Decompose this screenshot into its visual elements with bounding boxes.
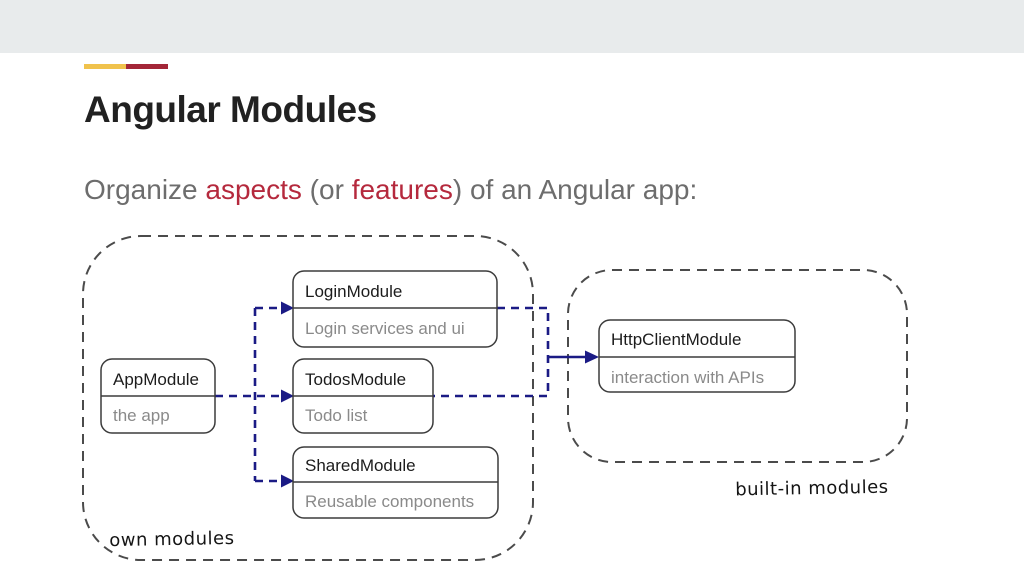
connector-login-todos-to-http <box>433 306 550 398</box>
subtitle-highlight-aspects: aspects <box>205 174 302 205</box>
module-desc: interaction with APIs <box>611 368 764 387</box>
subtitle-text: (or <box>301 174 352 205</box>
module-name: AppModule <box>113 370 199 389</box>
module-box-appmodule: AppModule the app <box>100 358 216 434</box>
module-name: LoginModule <box>305 282 402 301</box>
own-modules-container <box>82 235 534 561</box>
accent-bar <box>84 64 168 69</box>
module-desc: the app <box>113 406 170 425</box>
module-name: TodosModule <box>305 370 406 389</box>
arrowhead-shared <box>281 474 294 488</box>
module-box-rect <box>598 319 796 393</box>
arrowhead-httpclient <box>585 350 599 364</box>
module-box-sharedmodule: SharedModule Reusable components <box>292 446 499 519</box>
builtin-modules-container <box>567 269 908 463</box>
module-name: HttpClientModule <box>611 330 741 349</box>
slide-subtitle: Organize aspects (or features) of an Ang… <box>84 174 697 206</box>
module-name: SharedModule <box>305 456 416 475</box>
module-desc: Login services and ui <box>305 319 465 338</box>
module-box-rect <box>292 270 498 348</box>
accent-bar-red <box>126 64 168 69</box>
module-box-httpclientmodule: HttpClientModule interaction with APIs <box>598 319 796 393</box>
own-modules-label: own modules <box>109 528 235 551</box>
module-box-loginmodule: LoginModule Login services and ui <box>292 270 498 348</box>
arrowhead-todos <box>281 389 294 403</box>
builtin-modules-label: built-in modules <box>735 477 889 501</box>
accent-bar-yellow <box>84 64 126 69</box>
subtitle-text: Organize <box>84 174 206 205</box>
module-desc: Todo list <box>305 406 368 425</box>
arrowhead-login <box>281 301 294 315</box>
module-box-todosmodule: TodosModule Todo list <box>292 358 434 434</box>
subtitle-highlight-features: features <box>351 174 453 205</box>
module-desc: Reusable components <box>305 492 474 511</box>
header-band <box>0 0 1024 53</box>
page-title: Angular Modules <box>84 89 377 130</box>
subtitle-text: ) of an Angular app: <box>452 174 698 205</box>
